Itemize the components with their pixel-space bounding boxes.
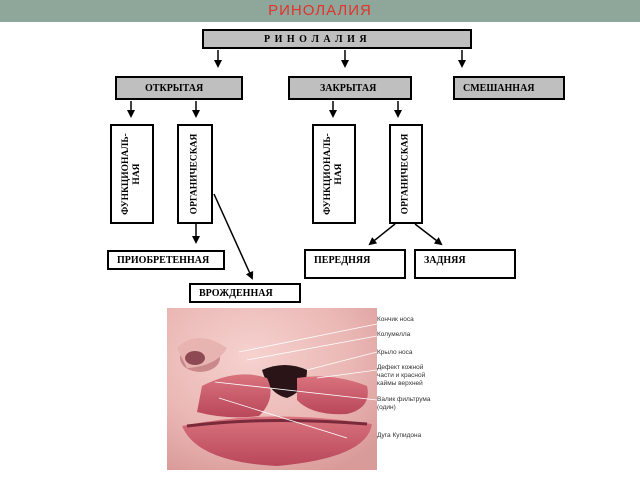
mixed-label: СМЕШАННАЯ bbox=[463, 82, 535, 94]
closed-functional-node: ФУНКЦИОНАЛЬ- НАЯ bbox=[312, 124, 356, 224]
open-label: ОТКРЫТАЯ bbox=[145, 82, 204, 94]
open-functional-line1: ФУНКЦИОНАЛЬ- bbox=[121, 133, 131, 215]
posterior-node: ЗАДНЯЯ bbox=[414, 249, 516, 279]
congenital-node: ВРОЖДЕННАЯ bbox=[189, 283, 301, 303]
open-functional-line2: НАЯ bbox=[132, 163, 142, 185]
closed-node: ЗАКРЫТАЯ bbox=[288, 76, 412, 100]
acquired-node: ПРИОБРЕТЕННАЯ bbox=[107, 250, 225, 270]
label-cupid-bow: Дуга Купидона bbox=[377, 432, 422, 439]
label-defect-line1: Дефект кожной bbox=[377, 364, 424, 371]
label-philtrum-line2: (один) bbox=[377, 404, 396, 411]
root-node: Р И Н О Л А Л И Я bbox=[202, 29, 472, 49]
root-label: Р И Н О Л А Л И Я bbox=[264, 33, 368, 45]
arrow-organic-congenital bbox=[213, 193, 254, 280]
arrow-organic-posterior bbox=[414, 223, 443, 246]
label-columella: Колумелла bbox=[377, 331, 411, 338]
open-organic-label: ОРГАНИЧЕСКАЯ bbox=[189, 133, 200, 215]
closed-functional-line2: НАЯ bbox=[334, 163, 344, 185]
open-node: ОТКРЫТАЯ bbox=[115, 76, 243, 100]
open-functional-text: ФУНКЦИОНАЛЬ- НАЯ bbox=[121, 133, 143, 215]
cleft-lip-photo bbox=[167, 308, 377, 470]
arrow-organic-anterior bbox=[368, 223, 396, 246]
closed-organic-label: ОРГАНИЧЕСКАЯ bbox=[400, 133, 411, 215]
label-nasal-wing: Крыло носа bbox=[377, 349, 413, 356]
congenital-label: ВРОЖДЕННАЯ bbox=[199, 287, 273, 299]
title-bar: РИНОЛАЛИЯ bbox=[0, 0, 640, 22]
posterior-label: ЗАДНЯЯ bbox=[424, 255, 466, 266]
mixed-node: СМЕШАННАЯ bbox=[453, 76, 565, 100]
acquired-label: ПРИОБРЕТЕННАЯ bbox=[117, 254, 210, 266]
label-philtrum-line1: Валик фильтрума bbox=[377, 396, 431, 403]
closed-label: ЗАКРЫТАЯ bbox=[320, 82, 377, 94]
label-nose-tip: Кончик носа bbox=[377, 316, 414, 323]
anterior-label: ПЕРЕДНЯЯ bbox=[314, 255, 371, 266]
open-organic-node: ОРГАНИЧЕСКАЯ bbox=[177, 124, 213, 224]
open-functional-node: ФУНКЦИОНАЛЬ- НАЯ bbox=[110, 124, 154, 224]
slide-title: РИНОЛАЛИЯ bbox=[268, 2, 372, 19]
label-defect-line2: части и красной bbox=[377, 372, 426, 379]
closed-functional-line1: ФУНКЦИОНАЛЬ- bbox=[323, 133, 333, 215]
label-defect-line3: каймы верхней bbox=[377, 380, 423, 387]
closed-organic-node: ОРГАНИЧЕСКАЯ bbox=[389, 124, 423, 224]
anterior-node: ПЕРЕДНЯЯ bbox=[304, 249, 406, 279]
closed-functional-text: ФУНКЦИОНАЛЬ- НАЯ bbox=[323, 133, 345, 215]
